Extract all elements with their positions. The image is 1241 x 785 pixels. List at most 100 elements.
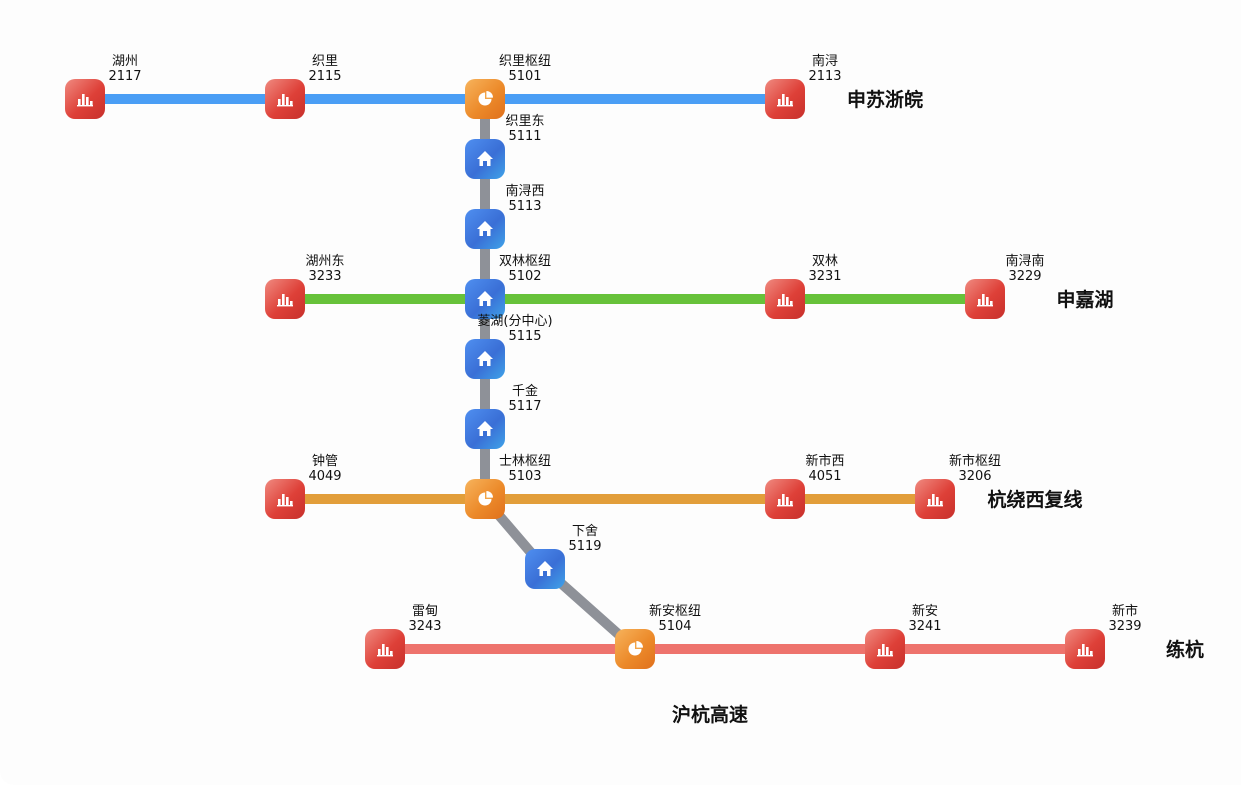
node-code-zhongguan: 4049 — [308, 469, 341, 484]
node-shilin-hub[interactable] — [465, 479, 505, 519]
route-name-shen-jia-hu: 申嘉湖 — [1056, 288, 1113, 311]
node-code-xinshi: 3239 — [1108, 619, 1141, 634]
node-xinshi-west[interactable] — [765, 479, 805, 519]
node-box-nanxun[interactable] — [765, 79, 805, 119]
bar-chart-icon — [977, 294, 993, 307]
bar-chart-icon — [1077, 644, 1093, 657]
node-code-huzhou: 2117 — [108, 69, 141, 84]
node-xinan-hub[interactable] — [615, 629, 655, 669]
node-box-xinshi-west[interactable] — [765, 479, 805, 519]
node-code-xiashe: 5119 — [568, 539, 601, 554]
node-huzhou[interactable] — [65, 79, 105, 119]
node-box-leidian[interactable] — [365, 629, 405, 669]
home-icon — [537, 561, 553, 576]
node-name-linghu: 菱湖(分中心) — [477, 314, 552, 329]
home-icon — [477, 151, 493, 166]
route-name-lianhang: 练杭 — [1166, 638, 1204, 661]
node-name-nanxun-west: 南浔西 — [505, 183, 544, 199]
node-name-xinan: 新安 — [912, 603, 938, 619]
node-xiashe[interactable] — [525, 549, 565, 589]
node-code-shuanglin: 3231 — [808, 269, 841, 284]
trunk-name: 沪杭高速 — [672, 703, 748, 726]
node-nanxun-west[interactable] — [465, 209, 505, 249]
node-box-zhongguan[interactable] — [265, 479, 305, 519]
node-name-xinan-hub: 新安枢纽 — [649, 603, 701, 619]
node-zhili-hub[interactable] — [465, 79, 505, 119]
node-name-leidian: 雷甸 — [412, 604, 438, 619]
node-box-shuanglin[interactable] — [765, 279, 805, 319]
node-zhili-east[interactable] — [465, 139, 505, 179]
node-code-xinan: 3241 — [908, 619, 941, 634]
home-icon — [477, 221, 493, 236]
node-name-huzhou: 湖州 — [112, 54, 138, 69]
node-box-huzhou[interactable] — [65, 79, 105, 119]
node-code-zhili-hub: 5101 — [508, 69, 541, 84]
node-box-xinshi-hub[interactable] — [915, 479, 955, 519]
node-code-linghu: 5115 — [508, 329, 541, 344]
bar-chart-icon — [277, 94, 293, 107]
bar-chart-icon — [777, 94, 793, 107]
nodes-layer — [65, 79, 1105, 669]
node-nanxun-south[interactable] — [965, 279, 1005, 319]
bar-chart-icon — [927, 494, 943, 507]
node-linghu[interactable] — [465, 339, 505, 379]
node-huzhou-east[interactable] — [265, 279, 305, 319]
node-code-zhili-east: 5111 — [508, 129, 541, 144]
node-nanxun[interactable] — [765, 79, 805, 119]
node-name-shilin-hub: 士林枢纽 — [499, 454, 551, 469]
node-code-shuanglin-hub: 5102 — [508, 269, 541, 284]
bar-chart-icon — [277, 294, 293, 307]
node-box-zhili[interactable] — [265, 79, 305, 119]
node-shuanglin-hub[interactable] — [465, 279, 505, 319]
home-icon — [477, 291, 493, 306]
links-layer — [85, 94, 1085, 654]
node-box-xinan[interactable] — [865, 629, 905, 669]
node-box-huzhou-east[interactable] — [265, 279, 305, 319]
node-name-nanxun-south: 南浔南 — [1005, 253, 1044, 269]
bar-chart-icon — [77, 94, 93, 107]
node-qianjin[interactable] — [465, 409, 505, 449]
bar-chart-icon — [877, 644, 893, 657]
node-code-xinshi-hub: 3206 — [958, 469, 991, 484]
bar-chart-icon — [377, 644, 393, 657]
node-xinan[interactable] — [865, 629, 905, 669]
node-name-huzhou-east: 湖州东 — [305, 254, 344, 269]
pie-chart-icon — [628, 641, 643, 656]
node-code-leidian: 3243 — [408, 619, 441, 634]
bar-chart-icon — [777, 294, 793, 307]
node-code-xinshi-west: 4051 — [808, 469, 841, 484]
node-code-huzhou-east: 3233 — [308, 269, 341, 284]
node-name-shuanglin: 双林 — [812, 254, 838, 269]
home-icon — [477, 421, 493, 436]
home-icon — [477, 351, 493, 366]
node-name-zhili-hub: 织里枢纽 — [499, 54, 551, 69]
node-box-nanxun-south[interactable] — [965, 279, 1005, 319]
node-code-zhili: 2115 — [308, 69, 341, 84]
bar-chart-icon — [277, 494, 293, 507]
node-code-nanxun-south: 3229 — [1008, 269, 1041, 284]
node-name-zhongguan: 钟管 — [312, 453, 338, 469]
node-zhili[interactable] — [265, 79, 305, 119]
route-name-shensu-zhewan: 申苏浙皖 — [847, 88, 923, 111]
labels-layer: 申苏浙皖申嘉湖杭绕西复线练杭沪杭高速湖州2117织里2115织里枢纽5101南浔… — [108, 53, 1204, 726]
node-zhongguan[interactable] — [265, 479, 305, 519]
node-name-qianjin: 千金 — [512, 383, 538, 399]
node-box-xinshi[interactable] — [1065, 629, 1105, 669]
node-name-xinshi: 新市 — [1112, 603, 1138, 619]
node-xinshi[interactable] — [1065, 629, 1105, 669]
pie-chart-icon — [478, 91, 493, 106]
node-xinshi-hub[interactable] — [915, 479, 955, 519]
node-name-nanxun: 南浔 — [812, 53, 838, 69]
node-name-shuanglin-hub: 双林枢纽 — [499, 254, 551, 269]
node-name-zhili: 织里 — [312, 54, 338, 69]
node-code-xinan-hub: 5104 — [658, 619, 691, 634]
node-name-xinshi-west: 新市西 — [805, 453, 844, 469]
node-code-nanxun-west: 5113 — [508, 199, 541, 214]
pie-chart-icon — [478, 491, 493, 506]
node-leidian[interactable] — [365, 629, 405, 669]
node-code-nanxun: 2113 — [808, 69, 841, 84]
node-name-xiashe: 下舍 — [572, 524, 598, 539]
node-shuanglin[interactable] — [765, 279, 805, 319]
